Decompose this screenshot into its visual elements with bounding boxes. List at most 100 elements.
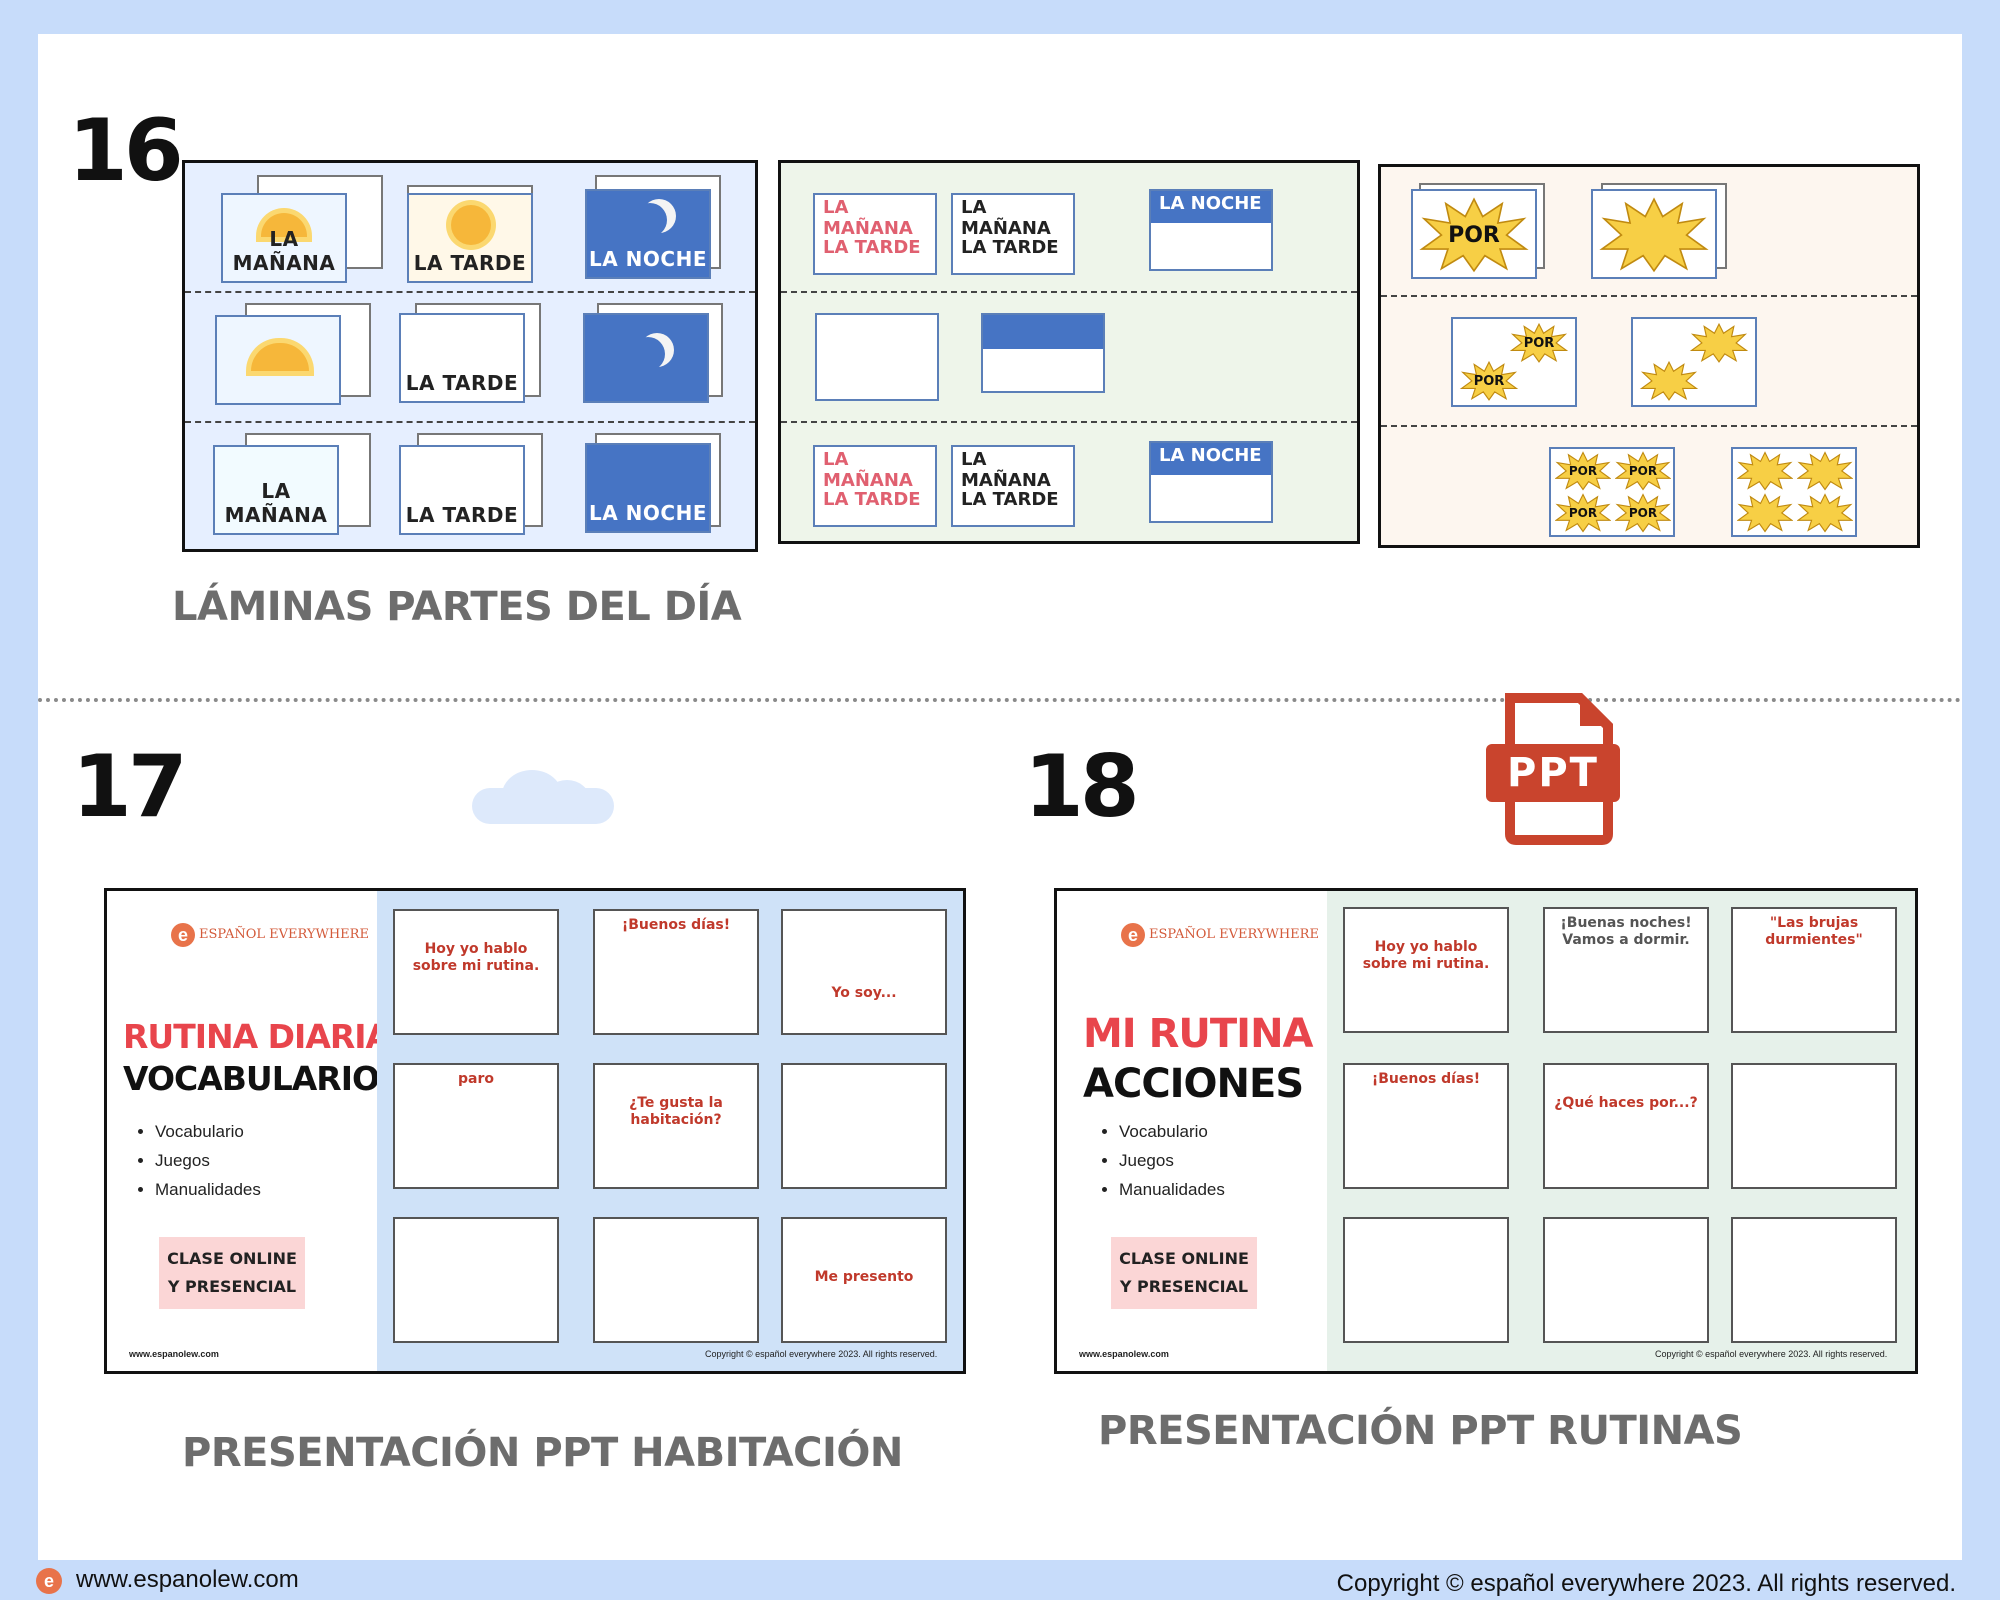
badge-line: Y PRESENCIAL	[1119, 1277, 1249, 1296]
thumbnail-title: ¿Te gusta la habitación?	[629, 1095, 723, 1128]
section-16-caption: LÁMINAS PARTES DEL DÍA	[172, 584, 742, 630]
section-18-caption: PRESENTACIÓN PPT RUTINAS	[1098, 1408, 1743, 1454]
card-night-blank	[583, 313, 709, 403]
card-label: LA MAÑANA	[232, 227, 336, 275]
card-night-text: LA NOCHE	[585, 443, 711, 533]
burst-icon	[1639, 361, 1699, 401]
strip-band	[983, 315, 1103, 349]
card-label: LA NOCHE	[588, 501, 707, 525]
card-morning-text: LA MAÑANA	[213, 445, 339, 535]
burst-icon	[1797, 493, 1853, 533]
section-number-16: 16	[68, 101, 184, 201]
thumbnail	[393, 1217, 559, 1343]
thumbnail-title: ¿Qué haces por...?	[1554, 1095, 1698, 1111]
slide-copyright: Copyright © español everywhere 2023. All…	[705, 1349, 938, 1359]
slide-title: MI RUTINA	[1083, 1011, 1313, 1057]
thumbnail: ¿Te gusta la habitación?	[593, 1063, 759, 1189]
burst-icon: POR	[1555, 493, 1611, 533]
slide-bullet-list: Vocabulario Juegos Manualidades	[139, 1117, 261, 1204]
thumbnail: Hoy yo hablo sobre mi rutina.	[1343, 907, 1509, 1033]
strip-label: LA TARDE	[823, 489, 921, 510]
por-card-four: POR POR POR POR	[1549, 447, 1675, 537]
burst-icon: POR	[1419, 197, 1529, 273]
row-divider	[781, 291, 1357, 293]
thumbnail-title: Hoy yo hablo sobre mi rutina.	[1362, 939, 1490, 972]
sun-icon	[251, 343, 309, 371]
thumbnail-title: ¡Buenos días!	[1371, 1071, 1481, 1087]
thumbnail: ¡Buenos días!	[1343, 1063, 1509, 1189]
thumbnail: paro	[393, 1063, 559, 1189]
slide-cover: e ESPAÑOL EVERYWHERE MI RUTINA ACCIONES …	[1057, 891, 1327, 1371]
strip-card: LA NOCHE	[1149, 441, 1273, 523]
strip-card: LA MAÑANA LA TARDE	[813, 193, 937, 275]
section-number-17: 17	[72, 737, 188, 837]
burst-icon	[1737, 451, 1793, 491]
strip-label: LA NOCHE	[1159, 193, 1262, 214]
thumbnail	[1343, 1217, 1509, 1343]
moon-icon	[633, 203, 667, 237]
burst-icon: POR	[1615, 451, 1671, 491]
ppt-file-icon: PPT	[1484, 692, 1622, 846]
brand-name: ESPAÑOL EVERYWHERE	[1149, 927, 1319, 942]
footer-copyright: Copyright © español everywhere 2023. All…	[1336, 1570, 1956, 1597]
slide-preview-rutinas: e ESPAÑOL EVERYWHERE MI RUTINA ACCIONES …	[1054, 888, 1918, 1374]
bullet-item: Vocabulario	[1119, 1117, 1225, 1146]
strip-label: LA MAÑANA	[823, 449, 913, 491]
row-divider	[1381, 295, 1917, 297]
thumbnail	[1543, 1217, 1709, 1343]
card-label: LA TARDE	[405, 371, 519, 395]
row-divider	[185, 421, 755, 423]
strip-card: LA MAÑANA LA TARDE	[951, 445, 1075, 527]
bullet-item: Manualidades	[1119, 1175, 1225, 1204]
burst-icon	[1689, 323, 1749, 363]
strip-label: LA NOCHE	[1159, 445, 1262, 466]
strip-label: LA MAÑANA	[961, 197, 1051, 239]
brand-name: ESPAÑOL EVERYWHERE	[199, 927, 369, 942]
thumbnail: "Las brujas durmientes"	[1731, 907, 1897, 1033]
por-card-small: POR POR	[1451, 317, 1577, 407]
por-label: POR	[1628, 464, 1658, 478]
bullet-item: Vocabulario	[155, 1117, 261, 1146]
footer-url[interactable]: www.espanolew.com	[76, 1566, 299, 1593]
burst-icon: POR	[1459, 361, 1519, 401]
burst-icon: POR	[1615, 493, 1671, 533]
row-divider	[185, 291, 755, 293]
burst-icon: POR	[1509, 323, 1569, 363]
preview-cards-panel: LA MAÑANA LA TARDE LA NOCHE LA TARDE LA …	[182, 160, 758, 552]
strip-card: LA NOCHE	[1149, 189, 1273, 271]
card-label: LA NOCHE	[588, 247, 707, 271]
class-badge: CLASE ONLINE Y PRESENCIAL	[1111, 1237, 1257, 1309]
por-label: POR	[1568, 506, 1598, 520]
strip-card-blank	[981, 313, 1105, 393]
class-badge: CLASE ONLINE Y PRESENCIAL	[159, 1237, 305, 1309]
por-label: POR	[1448, 222, 1500, 248]
slide-url: www.espanolew.com	[1079, 1349, 1169, 1359]
strip-label: LA MAÑANA	[823, 197, 913, 239]
strip-card: LA MAÑANA LA TARDE	[813, 445, 937, 527]
ppt-icon-label: PPT	[1507, 750, 1599, 796]
strip-label: LA TARDE	[961, 489, 1059, 510]
strip-card: LA MAÑANA LA TARDE	[951, 193, 1075, 275]
preview-strips-panel: LA MAÑANA LA TARDE LA MAÑANA LA TARDE LA…	[778, 160, 1360, 544]
brand-logo-icon: e	[171, 923, 195, 947]
thumbnail	[781, 1063, 947, 1189]
thumbnail-title: Yo soy...	[831, 985, 897, 1001]
card-morning-blank	[215, 315, 341, 405]
slide-title: RUTINA DIARIA	[123, 1017, 391, 1056]
por-card: POR	[1411, 189, 1537, 279]
row-divider	[781, 421, 1357, 423]
burst-icon: POR	[1555, 451, 1611, 491]
card-label: LA MAÑANA	[224, 479, 328, 527]
section-divider	[38, 698, 1962, 702]
bullet-item: Juegos	[155, 1146, 261, 1175]
badge-line: Y PRESENCIAL	[167, 1277, 297, 1296]
bullet-item: Manualidades	[155, 1175, 261, 1204]
thumbnail-title: paro	[458, 1071, 494, 1087]
thumbnail	[1731, 1217, 1897, 1343]
por-label: POR	[1628, 506, 1658, 520]
thumbnail-title: Me presento	[814, 1269, 914, 1285]
por-label: POR	[1473, 373, 1505, 389]
row-divider	[1381, 425, 1917, 427]
slide-cover: e ESPAÑOL EVERYWHERE RUTINA DIARIA VOCAB…	[107, 891, 391, 1371]
sun-icon	[451, 205, 491, 245]
